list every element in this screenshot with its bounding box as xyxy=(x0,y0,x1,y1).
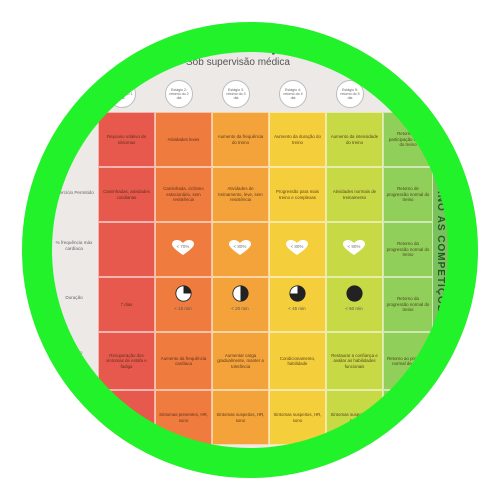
cell-r1-c3: Aumento da frequência do treino xyxy=(212,112,269,167)
cell-r2-c2: Caminhada, ciclismo estacionário, sem re… xyxy=(155,167,212,222)
cell-r2-c1: Caminhadas, atividades cotidianas xyxy=(98,167,155,222)
duration-value-4: < 60 min xyxy=(345,306,363,311)
cell-r4-c1: 7 dias xyxy=(98,277,155,332)
heart-value-4: < 90% xyxy=(347,244,361,249)
infographic-title: orno ao espo xyxy=(180,36,293,55)
clock-three-quarter-icon xyxy=(289,285,306,302)
cell-r3-c1 xyxy=(98,222,155,277)
cell-r1-c6: Retorno ao participação normal do treino xyxy=(383,112,433,167)
clock-full-icon xyxy=(346,285,363,302)
cell-r6-c2: Sintomas presentes, HR, sono xyxy=(155,390,212,445)
cell-r4-c6: Retorno da progressão normal do treino xyxy=(383,277,433,332)
cell-r6-c5: Sintomas suspeitos, HR, sono xyxy=(326,390,383,445)
row-label-heart-rate: % frequência máx cardíaca xyxy=(55,240,93,251)
cell-r6-c3: Sintomas suspeitos, HR, sono xyxy=(212,390,269,445)
cell-r2-c5: Atividades normais de treinamento xyxy=(326,167,383,222)
cell-r1-c1: Repouso relativo de sintomas xyxy=(98,112,155,167)
cell-r3-c6: Retorno da progressão normal do treino xyxy=(383,222,433,277)
cell-r5-c1: Recuperação dos sintomas de estafa e fad… xyxy=(98,332,155,390)
row-label-duration: Duração xyxy=(65,295,83,300)
stage-bubble-2: Estágio 2: retorno do 2 dia xyxy=(165,80,193,108)
row-label-goal: Objetivo xyxy=(65,350,83,355)
cell-r5-c2: Aumento da frequência cardíaca xyxy=(155,332,212,390)
cell-r5-c6: Retorno ao programa normal de treino xyxy=(383,332,433,390)
row-label-objective: Objetivo xyxy=(65,135,83,140)
stage-bubble-4: Estágio 4: retorno do 4 dia xyxy=(279,80,307,108)
clock-quarter-icon xyxy=(175,285,192,302)
stage-bubble-5: Estágio 5: retorno do 5 dia xyxy=(336,80,364,108)
stage-bubble-1: Estágio 1: repouso do 1 dia xyxy=(108,80,136,108)
cell-r6-c4: Sintomas suspeitos, HR, sono xyxy=(269,390,326,445)
cell-r6-c1: Sintomas xyxy=(98,390,155,445)
cell-r6-c6 xyxy=(383,390,433,445)
footer-note: Fonte: guia para retorno ao esporte xyxy=(200,452,263,457)
cell-r5-c5: Restaurar a confiança e avaliar as habil… xyxy=(326,332,383,390)
duration-value-3: < 45 min xyxy=(288,306,306,311)
duration-value-1: < 15 min xyxy=(174,306,192,311)
side-banner-text: RETORNO ÀS COMPETIÇÕES xyxy=(435,155,446,321)
cell-r1-c2: Atividades leves xyxy=(155,112,212,167)
cell-r2-c3: Atividades de treinamento, leve, sem res… xyxy=(212,167,269,222)
cell-r2-c4: Progressão para mais treino e complexas xyxy=(269,167,326,222)
row-label-exercise: Exercício Permitido xyxy=(54,190,94,195)
stage-bubble-3: Estágio 3: retorno do 3 dia xyxy=(222,80,250,108)
heart-value-3: < 80% xyxy=(290,244,304,249)
cell-r5-c4: Condicionamento, habilidade xyxy=(269,332,326,390)
clock-half-icon xyxy=(232,285,249,302)
duration-value-2: < 20 min xyxy=(231,306,249,311)
infographic-subtitle: Sob supervisão médica xyxy=(186,57,290,68)
cell-r2-c6: Retorno de progressão normal do treino xyxy=(383,167,433,222)
heart-value-2: < 80% xyxy=(233,244,247,249)
cell-r1-c4: Aumento da duração do treino xyxy=(269,112,326,167)
cell-r1-c5: Aumento da intensidade do treino xyxy=(326,112,383,167)
cell-r5-c3: Aumentar carga gradualmente, manter a to… xyxy=(212,332,269,390)
heart-value-1: < 70% xyxy=(176,244,190,249)
